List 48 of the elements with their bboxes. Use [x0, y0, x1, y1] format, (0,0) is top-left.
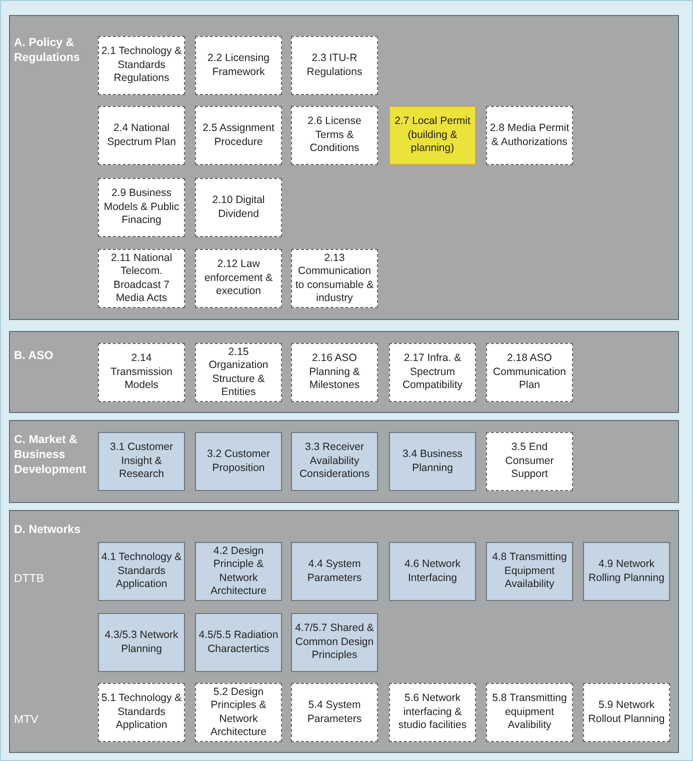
row-label: DTTB — [14, 573, 44, 585]
topic-box: 2.17 Infra. & Spectrum Compatibility — [389, 343, 476, 402]
topic-box: 2.1 Technology & Standards Regulations — [98, 36, 185, 95]
row-label: MTV — [14, 714, 38, 726]
topic-box: 2.3 ITU-R Regulations — [291, 36, 378, 95]
section-title: B. ASO — [14, 349, 54, 364]
topic-box: 2.2 Licensing Framework — [195, 36, 282, 95]
topic-box: 2.8 Media Permit & Authorizations — [486, 106, 573, 165]
topic-box: 2.4 National Spectrum Plan — [98, 106, 185, 165]
topic-box: 4.4 System Parameters — [291, 542, 378, 601]
topic-box: 2.11 National Telecom. Broadcast 7 Media Acts — [98, 249, 185, 308]
topic-box: 5.1 Technology & Standards Application — [98, 683, 185, 742]
topic-box: 2.6 License Terms & Conditions — [291, 106, 378, 165]
section-panel — [9, 331, 679, 413]
section-title: A. Policy & Regulations — [14, 36, 81, 66]
topic-box: 4.1 Technology & Standards Application — [98, 542, 185, 601]
topic-box: 2.5 Assignment Procedure — [195, 106, 282, 165]
topic-box: 5.2 Design Principles & Network Architecture — [195, 683, 282, 742]
topic-box: 2.10 Digital Dividend — [195, 178, 282, 237]
topic-box: 4.6 Network Interfacing — [389, 542, 476, 601]
topic-box: 4.5/5.5 Radiation Charactertics — [195, 613, 282, 672]
topic-box: 4.7/5.7 Shared & Common Design Principles — [291, 613, 378, 672]
topic-box: 4.8 Transmitting Equipment Availability — [486, 542, 573, 601]
topic-box: 3.4 Business Planning — [389, 432, 476, 491]
topic-box: 3.1 Customer Insight & Research — [98, 432, 185, 491]
topic-box: 4.3/5.3 Network Planning — [98, 613, 185, 672]
topic-box: 2.15 Organization Structure & Entities — [195, 343, 282, 402]
topic-box: 2.13 Communication to consumable & industry — [291, 249, 378, 308]
section-panel — [9, 420, 679, 503]
section-panel — [9, 510, 679, 753]
topic-box: 5.4 System Parameters — [291, 683, 378, 742]
section-title: C. Market & Business Development — [14, 433, 88, 478]
topic-box: 2.7 Local Permit (building & planning) — [389, 106, 476, 165]
topic-box: 4.9 Network Rolling Planning — [583, 542, 670, 601]
topic-box: 5.9 Network Rollout Planning — [583, 683, 670, 742]
topic-box: 2.16 ASO Planning & Milestones — [291, 343, 378, 402]
topic-box: 3.5 End Consumer Support — [486, 432, 573, 491]
topic-box: 5.8 Transmitting equipment Avalibility — [486, 683, 573, 742]
section-panel — [9, 15, 679, 320]
topic-box: 2.9 Business Models & Public Finacing — [98, 178, 185, 237]
topic-box: 5.6 Network interfacing & studio facilities — [389, 683, 476, 742]
topic-box: 2.12 Law enforcement & execution — [195, 249, 282, 308]
topic-box: 4.2 Design Principle & Network Architecture — [195, 542, 282, 601]
section-title: D. Networks — [14, 523, 82, 538]
topic-box: 3.3 Receiver Availability Considerations — [291, 432, 378, 491]
topic-box: 3.2 Customer Proposition — [195, 432, 282, 491]
topic-box: 2.14 Transmission Models — [98, 343, 185, 402]
topic-box: 2.18 ASO Communication Plan — [486, 343, 573, 402]
